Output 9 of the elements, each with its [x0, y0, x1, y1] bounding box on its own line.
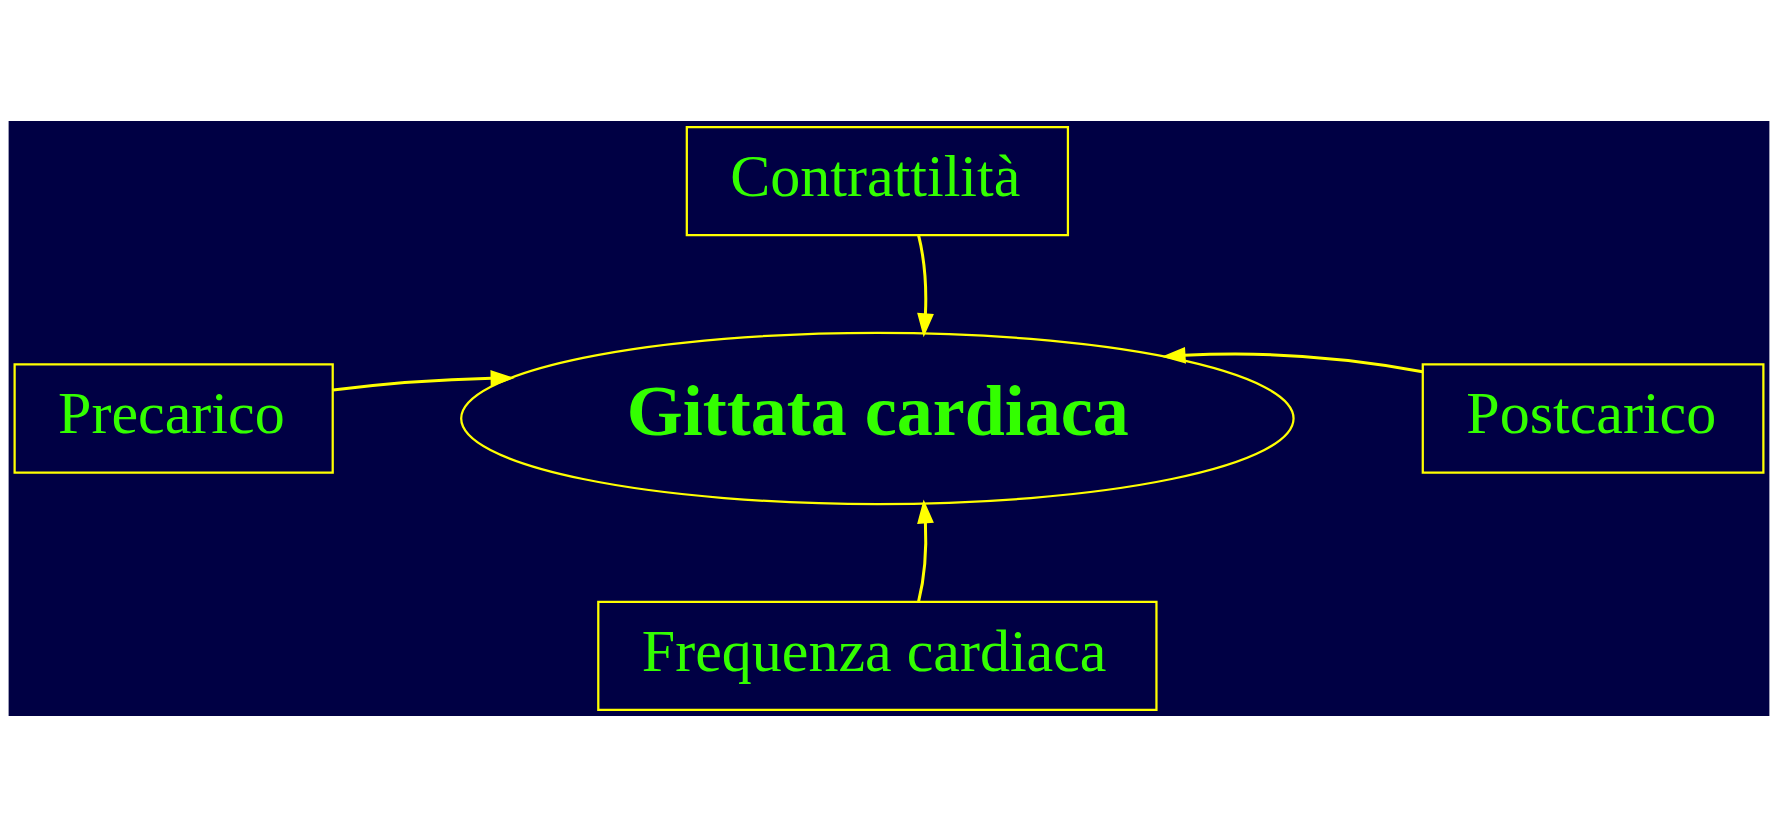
- node-box: Postcarico: [1421, 363, 1765, 474]
- arrow: [332, 369, 515, 392]
- node-box: Frequenza cardiaca: [597, 600, 1158, 712]
- node-box: Contrattilità: [685, 125, 1070, 237]
- arrow: [1161, 346, 1423, 374]
- arrow: [917, 499, 934, 603]
- arrow: [917, 234, 934, 338]
- node-ellipse: Gittata cardiaca: [460, 331, 1295, 506]
- node-box: Precarico: [13, 363, 334, 474]
